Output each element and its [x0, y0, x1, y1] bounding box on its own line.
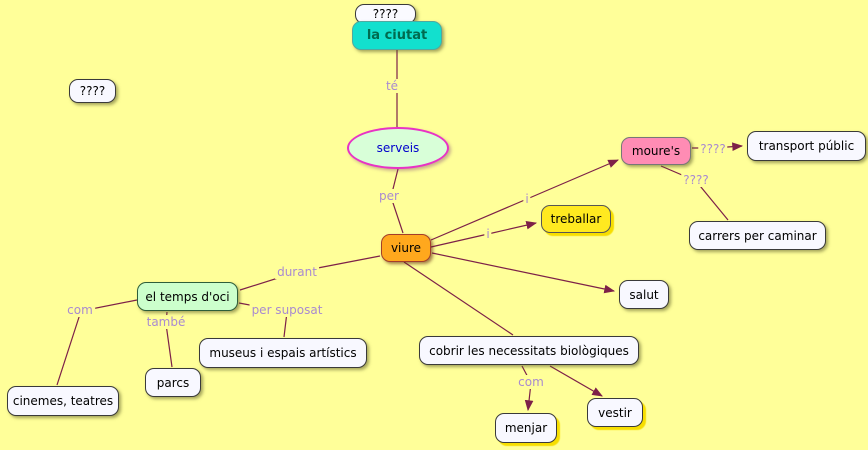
- link-label-unknown-transport[interactable]: ????: [698, 142, 728, 156]
- node-museus[interactable]: museus i espais artístics: [199, 338, 367, 368]
- node-cinemes-teatres[interactable]: cinemes, teatres: [7, 386, 119, 416]
- edge-viure-cobrir: [403, 261, 514, 336]
- node-la-ciutat[interactable]: la ciutat: [352, 21, 442, 50]
- node-cobrir-necessitats[interactable]: cobrir les necessitats biològiques: [419, 336, 639, 365]
- node-treballar[interactable]: treballar: [541, 205, 611, 233]
- link-label-durant[interactable]: durant: [275, 265, 319, 279]
- edge-cobrir-vestir: [549, 365, 603, 397]
- link-label-per-suposat[interactable]: per suposat: [249, 303, 325, 317]
- link-label-i-moures[interactable]: i: [523, 192, 531, 206]
- node-carrers-per-caminar[interactable]: carrers per caminar: [689, 221, 826, 250]
- link-label-tambe[interactable]: també: [144, 315, 188, 329]
- node-parcs[interactable]: parcs: [145, 368, 201, 397]
- node-unknown-left[interactable]: ????: [69, 79, 116, 103]
- link-label-i-treballar[interactable]: i: [484, 227, 492, 241]
- node-serveis[interactable]: serveis: [347, 127, 449, 169]
- link-label-per[interactable]: per: [377, 189, 401, 203]
- node-moures[interactable]: moure's: [621, 137, 691, 165]
- link-label-com-necessitats[interactable]: com: [516, 375, 546, 389]
- node-transport-public[interactable]: transport públic: [747, 131, 866, 161]
- node-temps-oci[interactable]: el temps d'oci: [137, 282, 238, 311]
- node-vestir[interactable]: vestir: [587, 398, 643, 427]
- link-label-te[interactable]: té: [383, 79, 401, 93]
- node-viure[interactable]: viure: [381, 234, 431, 262]
- node-menjar[interactable]: menjar: [495, 413, 557, 443]
- link-label-com-oci[interactable]: com: [65, 303, 95, 317]
- edge-viure-salut: [431, 252, 616, 294]
- link-label-unknown-carrers[interactable]: ????: [681, 173, 711, 187]
- node-salut[interactable]: salut: [619, 280, 669, 309]
